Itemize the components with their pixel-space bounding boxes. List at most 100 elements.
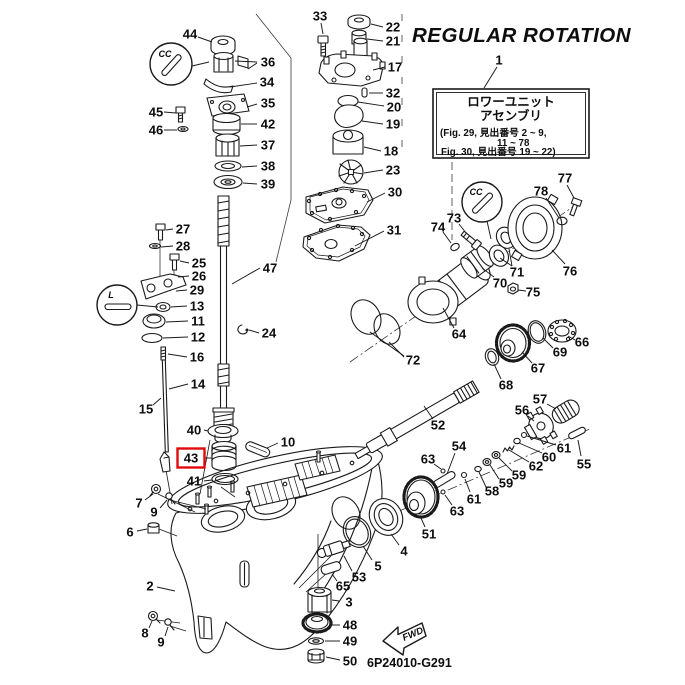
- leader-line-57: [546, 403, 557, 410]
- leader-line-45: [163, 111, 177, 114]
- part-32-pin: [361, 87, 368, 98]
- part-77-bolt: [569, 197, 583, 217]
- part-78-washer: [556, 216, 568, 226]
- callout-23: 23: [386, 163, 400, 178]
- carrier-axis: [349, 205, 575, 363]
- part-76-bearing-carrier: [507, 193, 563, 262]
- callout-9: 9: [150, 505, 157, 520]
- part-53-anode: [316, 540, 351, 559]
- badge-leader: [486, 220, 492, 240]
- callout-77: 77: [558, 171, 572, 186]
- callout-17: 17: [388, 60, 402, 75]
- callout-70: 70: [493, 276, 507, 291]
- leader-line-36: [247, 62, 258, 70]
- leader-line-39: [242, 182, 258, 185]
- leader-line-5: [362, 545, 373, 561]
- leader-line-8: [148, 620, 153, 629]
- callout-74: 74: [431, 220, 446, 235]
- badge-bar-icon: [161, 54, 182, 77]
- part-6-nut: [147, 522, 160, 534]
- callout-49: 49: [343, 634, 357, 649]
- part-28-washer: [148, 242, 162, 250]
- callout-47: 47: [263, 261, 277, 276]
- callout-67: 67: [531, 361, 545, 376]
- leader-line-9: [164, 626, 169, 637]
- leader-line-76: [551, 249, 566, 265]
- callout-25: 25: [192, 256, 206, 271]
- part-8-bolt: [147, 610, 161, 624]
- part-40-bushing: [207, 423, 239, 444]
- part-13-ring: [155, 301, 171, 313]
- part-38-washer: [214, 160, 242, 172]
- part-31-gasket: [302, 223, 371, 262]
- badge-glyph: CC: [470, 187, 483, 197]
- leader-line-47: [231, 267, 261, 285]
- leader-line-54: [446, 452, 456, 475]
- leader-line-6: [136, 528, 148, 532]
- leader-line-17: [372, 66, 386, 71]
- callout-72: 72: [406, 353, 420, 368]
- callout-37: 37: [261, 138, 275, 153]
- leader-line-29: [175, 289, 188, 292]
- callout-26: 26: [192, 269, 206, 284]
- leader-line-22: [370, 23, 384, 28]
- callout-12: 12: [191, 330, 205, 345]
- part-17-pump-housing: [318, 37, 386, 87]
- badge-leader: [136, 304, 159, 308]
- gear-case-deck: [167, 446, 383, 533]
- part-55-pin: [568, 426, 586, 440]
- callout-63: 63: [421, 452, 435, 467]
- axis-lines: [255, 13, 593, 541]
- part-7-bolt: [149, 483, 162, 497]
- leader-line-37: [239, 144, 258, 147]
- leader-line-4: [390, 533, 400, 546]
- callout-50: 50: [343, 654, 357, 669]
- callout-24: 24: [262, 326, 277, 341]
- part-30-plate: [305, 186, 374, 224]
- callout-8: 8: [141, 626, 148, 641]
- leader-line-12: [162, 336, 189, 339]
- leader-line-7: [144, 493, 154, 501]
- part-14-15-16-shift-rod: [159, 346, 171, 473]
- leader-line-20: [357, 101, 385, 107]
- badge-glyph: L: [108, 290, 114, 300]
- callout-4: 4: [400, 544, 408, 559]
- part-60-washer: [513, 437, 521, 445]
- part-63-pin-a: [440, 468, 446, 474]
- callout-27: 27: [176, 222, 190, 237]
- callout-6: 6: [126, 525, 133, 540]
- leader-line-71: [499, 257, 513, 267]
- callout-54: 54: [452, 439, 467, 454]
- callout-45: 45: [149, 105, 163, 120]
- part-33-bolt: [317, 35, 329, 57]
- badge-bar-icon: [471, 192, 494, 214]
- leader-line-68: [493, 363, 502, 380]
- callout-14: 14: [191, 377, 206, 392]
- leader-line-67: [521, 351, 533, 364]
- grease-detail-badge-1: L: [96, 284, 159, 326]
- callout-3: 3: [345, 595, 352, 610]
- callout-16: 16: [190, 350, 204, 365]
- figure-code: 6P24010-G291: [367, 656, 452, 670]
- callout-71: 71: [510, 265, 524, 280]
- callout-38: 38: [261, 159, 275, 174]
- part-34-clip: [203, 78, 234, 94]
- callout-labels: 1234567899101112131415161718192021222324…: [96, 9, 591, 669]
- leader-line-23: [363, 169, 384, 174]
- callout-56: 56: [515, 403, 529, 418]
- callout-40: 40: [187, 423, 201, 438]
- callout-28: 28: [176, 239, 190, 254]
- leader-line-63: [433, 463, 442, 470]
- callout-61: 61: [467, 492, 481, 507]
- leader-line-14: [168, 383, 189, 390]
- callout-76: 76: [563, 264, 577, 279]
- part-4-bearing: [368, 498, 404, 536]
- callout-42: 42: [261, 117, 275, 132]
- callout-57: 57: [533, 392, 547, 407]
- leader-line-36: [234, 60, 258, 63]
- callout-52: 52: [431, 418, 445, 433]
- part-52-prop-shaft: [354, 380, 480, 460]
- leader-line-65: [331, 573, 338, 582]
- info-box-line2: アセンブリ: [480, 108, 542, 123]
- callout-19: 19: [386, 117, 400, 132]
